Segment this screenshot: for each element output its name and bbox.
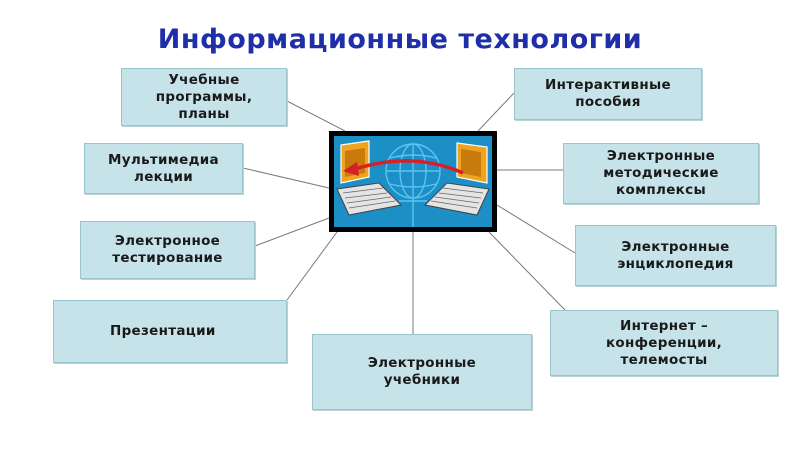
connector-testing <box>254 217 330 247</box>
connector-interactive <box>477 92 515 132</box>
connector-encyclopedia <box>496 204 576 254</box>
box-multimedia-lectures: Мультимедиа лекции <box>84 143 243 194</box>
connector-multimedia <box>242 167 330 189</box>
connector-internet <box>488 231 566 311</box>
connector-presentations <box>286 231 338 301</box>
globe-icon <box>385 143 441 227</box>
diagram-title: Информационные технологии <box>157 24 643 55</box>
box-e-testing: Электронное тестирование <box>80 221 255 279</box>
box-e-textbooks: Электронные учебники <box>312 334 532 410</box>
box-e-method-complexes: Электронные методические комплексы <box>563 143 759 204</box>
box-e-encyclopedia: Электронные энциклопедия <box>575 225 776 286</box>
connector-study-programs <box>286 100 346 132</box>
box-study-programs: Учебные программы, планы <box>121 68 287 126</box>
box-presentations: Презентации <box>53 300 287 363</box>
box-interactive-aids: Интерактивные пособия <box>514 68 702 120</box>
right-computer-icon <box>423 142 490 216</box>
box-internet-conferences: Интернет – конференции, телемосты <box>550 310 778 376</box>
arrow-icon <box>343 159 464 176</box>
computers-network-illustration <box>329 131 497 232</box>
